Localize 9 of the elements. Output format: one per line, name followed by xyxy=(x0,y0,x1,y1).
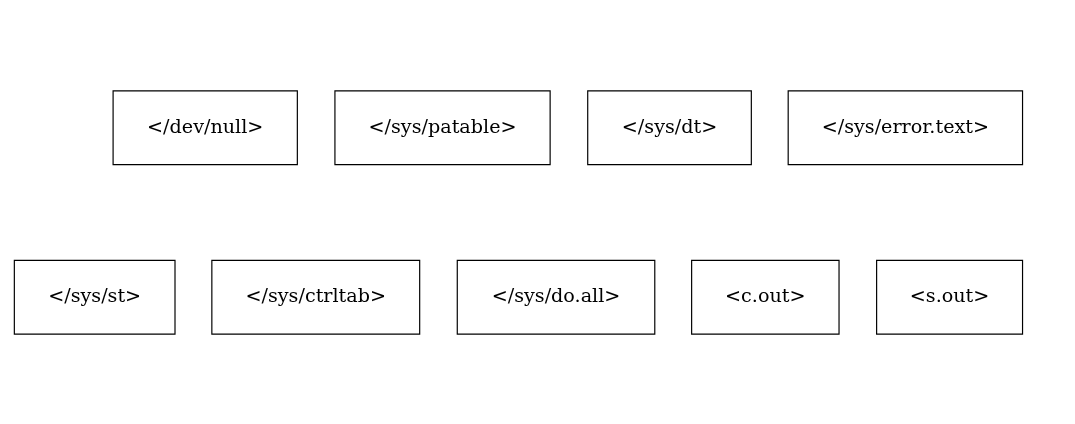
node-box: <s.out> xyxy=(876,259,1024,335)
node-box: </dev/null> xyxy=(112,89,298,165)
node-box: </sys/st> xyxy=(13,259,176,335)
node-box: <c.out> xyxy=(691,259,840,335)
node-box: </sys/do.all> xyxy=(456,259,656,335)
node-box: </sys/dt> xyxy=(587,89,752,165)
node-box: </sys/error.text> xyxy=(787,89,1024,165)
node-box: </sys/ctrltab> xyxy=(211,259,421,335)
node-box: </sys/patable> xyxy=(334,89,551,165)
